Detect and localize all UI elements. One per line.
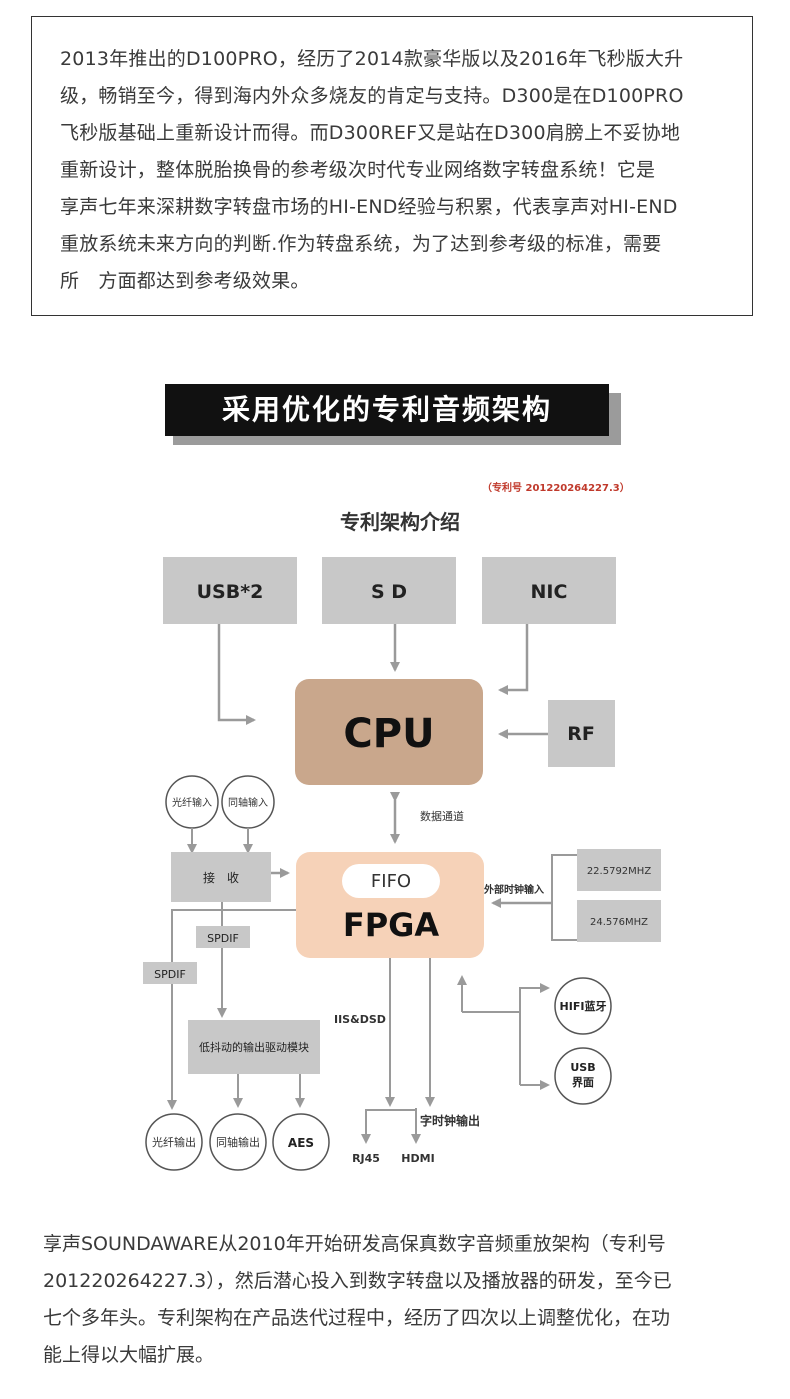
receiver-label: 接 收 bbox=[203, 870, 239, 885]
rj45-hdmi-bracket bbox=[361, 1108, 417, 1144]
usb-ui-label-top: USB bbox=[570, 1061, 595, 1074]
intro-line: 飞秒版基础上重新设计而得。而D300REF又是站在D300肩膀上不妥协地 bbox=[60, 122, 681, 144]
fpga-spdif-outer-line bbox=[167, 909, 296, 1110]
intro-line: 重放系统未来方向的判断.作为转盘系统，为了达到参考级的标准，需要 bbox=[60, 233, 662, 255]
clock-block-2 bbox=[577, 900, 661, 942]
ext-clock-label: 外部时钟输入 bbox=[483, 883, 544, 896]
rf-block bbox=[548, 700, 615, 767]
coaxial-out-label: 同轴输出 bbox=[216, 1135, 260, 1149]
fifo-label: FIFO bbox=[371, 871, 411, 892]
iis-dsd-label: IIS&DSD bbox=[334, 1013, 386, 1026]
usb-ui-label-bottom: 界面 bbox=[572, 1076, 594, 1089]
nic-to-cpu-arrow bbox=[498, 624, 529, 695]
sd-block bbox=[322, 557, 456, 624]
cpu-label: CPU bbox=[343, 711, 434, 757]
patent-number-note: （专利号 201220264227.3） bbox=[482, 481, 630, 494]
spdif-inner-label: SPDIF bbox=[207, 932, 239, 945]
spdif-outer-label: SPDIF bbox=[154, 968, 186, 981]
coaxial-in-label: 同轴输入 bbox=[228, 796, 268, 809]
rf-label: RF bbox=[567, 723, 595, 745]
optical-out-label: 光纤输出 bbox=[152, 1135, 196, 1149]
low-jitter-driver-label: 低抖动的输出驱动模块 bbox=[199, 1040, 309, 1054]
fifo-pill bbox=[342, 864, 440, 898]
rj45-label: RJ45 bbox=[352, 1152, 380, 1165]
bottom-line: 七个多年头。专利架构在产品迭代过程中，经历了四次以上调整优化，在功 bbox=[43, 1307, 671, 1329]
aes-circle bbox=[272, 1113, 330, 1171]
aes-label: AES bbox=[288, 1136, 314, 1150]
bluetooth-arrow bbox=[519, 983, 550, 1085]
cpu-block bbox=[295, 679, 483, 785]
low-jitter-driver-block bbox=[188, 1020, 320, 1074]
intro-line: 所 方面都达到参考级效果。 bbox=[60, 270, 310, 292]
intro-line: 2013年推出的D100PRO，经历了2014款豪华版以及2016年飞秒版大升 bbox=[60, 48, 684, 70]
bottom-line: 201220264227.3），然后潜心投入到数字转盘以及播放器的研发，至今已 bbox=[43, 1270, 672, 1292]
patent-architecture-diagram: （专利号 201220264227.3） 专利架构介绍 USB*2 S D NI… bbox=[143, 481, 661, 1171]
optical-out-circle bbox=[145, 1113, 203, 1171]
usb-label: USB*2 bbox=[197, 581, 264, 603]
diagram-title: 专利架构介绍 bbox=[340, 510, 460, 534]
intro-box: 2013年推出的D100PRO，经历了2014款豪华版以及2016年飞秒版大升 … bbox=[31, 16, 753, 316]
bluetooth-label: HIFI蓝牙 bbox=[560, 999, 607, 1013]
hdmi-label: HDMI bbox=[401, 1152, 434, 1165]
sd-label: S D bbox=[371, 581, 407, 603]
usb-ui-circle bbox=[554, 1047, 612, 1105]
clock-label-2: 24.576MHZ bbox=[590, 917, 648, 928]
receiver-block bbox=[171, 852, 271, 902]
nic-block bbox=[482, 557, 616, 624]
bottom-line: 能上得以大幅扩展。 bbox=[43, 1344, 215, 1366]
section-banner: 采用优化的专利音频架构 bbox=[165, 384, 609, 436]
coaxial-out-circle bbox=[209, 1113, 267, 1171]
nic-label: NIC bbox=[531, 581, 568, 603]
intro-line: 级，畅销至今，得到海内外众多烧友的肯定与支持。D300是在D100PRO bbox=[60, 85, 684, 107]
bluetooth-circle bbox=[554, 977, 612, 1035]
data-channel-label: 数据通道 bbox=[420, 809, 464, 823]
optical-in-label: 光纤输入 bbox=[172, 796, 212, 809]
spdif-inner-block bbox=[196, 926, 250, 948]
intro-line: 享声七年来深耕数字转盘市场的HI-END经验与积累，代表享声对HI-END bbox=[60, 196, 678, 218]
clock-label-1: 22.5792MHZ bbox=[587, 866, 652, 877]
intro-paragraph: 2013年推出的D100PRO，经历了2014款豪华版以及2016年飞秒版大升 … bbox=[60, 41, 740, 300]
wordclock-out-label: 字时钟输出 bbox=[420, 1113, 480, 1128]
fpga-label: FPGA bbox=[343, 906, 440, 944]
usb-block bbox=[163, 557, 297, 624]
intro-line: 重新设计，整体脱胎换骨的参考级次时代专业网络数字转盘系统！它是 bbox=[60, 159, 656, 181]
bottom-line: 享声SOUNDAWARE从2010年开始研发高保真数字音频重放架构（专利号 bbox=[43, 1233, 666, 1255]
clock-bracket bbox=[551, 854, 577, 941]
spdif-outer-block bbox=[143, 962, 197, 984]
bottom-paragraph: 享声SOUNDAWARE从2010年开始研发高保真数字音频重放架构（专利号 20… bbox=[43, 1226, 748, 1374]
clock-block-1 bbox=[577, 849, 661, 891]
usb-to-cpu-arrow bbox=[217, 624, 256, 725]
